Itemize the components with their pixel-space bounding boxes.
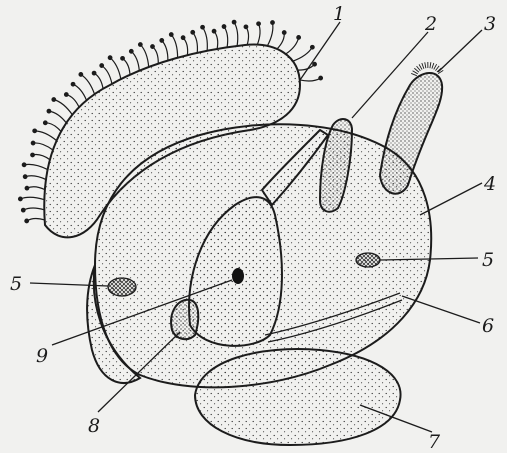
hair-tip xyxy=(244,25,248,29)
hair-tip xyxy=(319,76,323,80)
hair-tip xyxy=(257,22,261,26)
hair-tip xyxy=(71,82,75,86)
hair-tip xyxy=(79,73,83,77)
hair-tip xyxy=(65,93,69,97)
hair-tip xyxy=(232,20,236,24)
hair-tip xyxy=(181,36,185,40)
label-8: 8 xyxy=(88,415,100,437)
hair-tip xyxy=(92,71,96,75)
label-9: 9 xyxy=(36,345,48,367)
label-6: 6 xyxy=(482,315,494,337)
label-5-left: 5 xyxy=(10,273,22,295)
hair-tip xyxy=(311,45,315,49)
label-3: 3 xyxy=(484,13,496,35)
hair-tip xyxy=(31,141,35,145)
hair-tip xyxy=(151,45,155,49)
hair-tip xyxy=(222,25,226,29)
hair-tip xyxy=(129,49,133,53)
hair-tip xyxy=(121,57,125,61)
hair-tip xyxy=(25,186,29,190)
hair-tip xyxy=(313,62,317,66)
hair-tip xyxy=(191,31,195,35)
hair-tip xyxy=(33,129,37,133)
hair-tip xyxy=(44,121,48,125)
hair-tip xyxy=(297,36,301,40)
hair-tip xyxy=(201,25,205,29)
right-pit xyxy=(356,253,380,267)
label-2: 2 xyxy=(424,13,437,35)
hair-tip xyxy=(22,163,26,167)
fold xyxy=(171,300,198,339)
label-7: 7 xyxy=(428,431,441,453)
dark-spot xyxy=(232,268,244,284)
hair-tip xyxy=(21,208,25,212)
label-5-right: 5 xyxy=(482,249,494,271)
hair-tip xyxy=(282,31,286,35)
hair-tip xyxy=(160,39,164,43)
hair-tip xyxy=(23,175,27,179)
hair-tip xyxy=(108,56,112,60)
hair-tip xyxy=(212,29,216,33)
hair-tip xyxy=(52,98,56,102)
hair-tip xyxy=(169,33,173,37)
hair-tip xyxy=(271,21,275,25)
left-pit xyxy=(108,278,136,296)
hair-tip xyxy=(100,64,104,68)
hair-tip xyxy=(139,43,143,47)
hair-tip xyxy=(47,109,51,113)
hair-tip xyxy=(19,197,23,201)
hair-tip xyxy=(31,153,35,157)
label-4: 4 xyxy=(483,173,496,195)
label-1: 1 xyxy=(333,3,345,25)
hair-tip xyxy=(25,219,29,223)
lower-lobe xyxy=(195,349,401,445)
